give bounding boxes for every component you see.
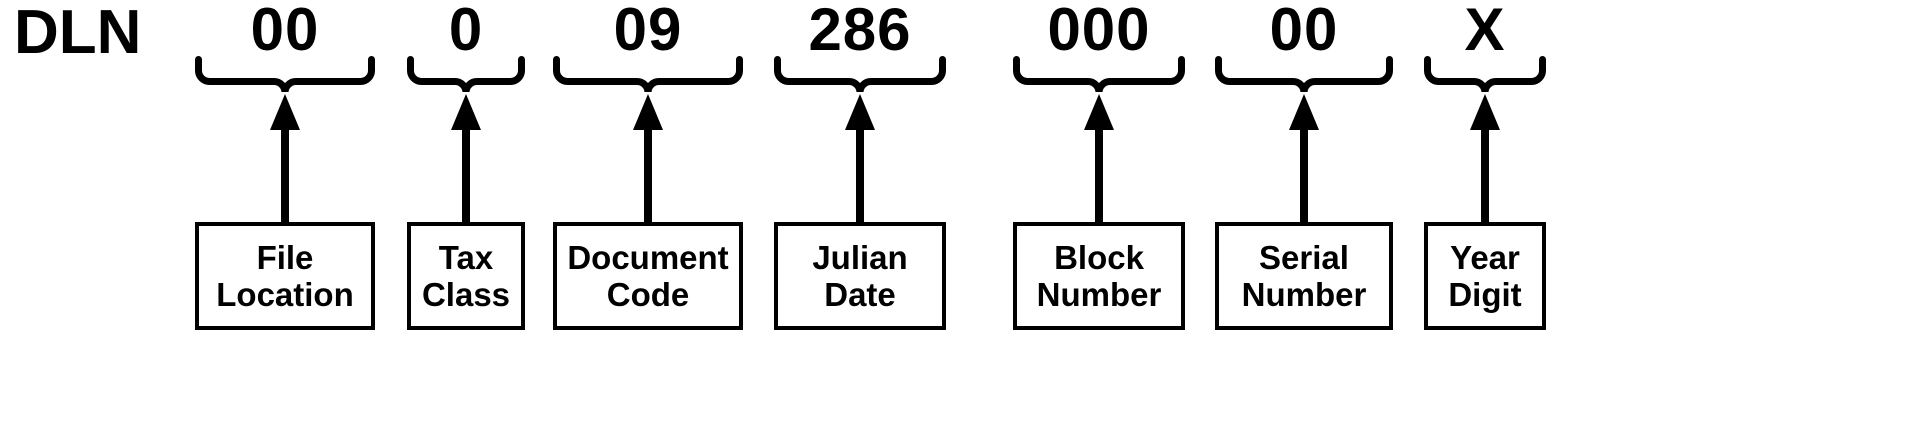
segment-digits-year-digit: X xyxy=(1464,0,1506,63)
page-title: DLN xyxy=(14,0,142,67)
segment-digits-block-number: 000 xyxy=(1047,0,1151,63)
arrow-up-icon-year-digit xyxy=(1435,92,1535,224)
segment-digits-file-location: 00 xyxy=(250,0,320,63)
label-line2-julian-date: Date xyxy=(824,276,896,313)
segment-digits-tax-class: 0 xyxy=(448,0,484,63)
arrow-up-icon-tax-class xyxy=(416,92,516,224)
label-line2-file-location: Location xyxy=(216,276,354,313)
label-line1-file-location: File xyxy=(256,239,314,276)
arrow-up-icon-block-number xyxy=(1049,92,1149,224)
arrow-up-icon-julian-date xyxy=(810,92,910,224)
underbrace-icon-tax-class xyxy=(407,56,525,92)
segment-digits-document-code: 09 xyxy=(613,0,683,63)
underbrace-icon-serial-number xyxy=(1215,56,1393,92)
label-line1-document-code: Document xyxy=(567,239,729,276)
underbrace-icon-file-location xyxy=(195,56,375,92)
underbrace-icon-julian-date xyxy=(774,56,946,92)
label-line2-block-number: Number xyxy=(1036,276,1162,313)
label-line1-block-number: Block xyxy=(1054,239,1144,276)
label-line2-year-digit: Digit xyxy=(1448,276,1522,313)
arrow-up-icon-serial-number xyxy=(1254,92,1354,224)
arrow-up-icon-document-code xyxy=(598,92,698,224)
label-line2-document-code: Code xyxy=(606,276,690,313)
underbrace-icon-year-digit xyxy=(1424,56,1546,92)
segment-digits-serial-number: 00 xyxy=(1269,0,1339,63)
underbrace-icon-block-number xyxy=(1013,56,1185,92)
arrow-up-icon-file-location xyxy=(235,92,335,224)
segment-digits-julian-date: 286 xyxy=(808,0,912,63)
label-line2-tax-class: Class xyxy=(421,276,511,313)
label-line2-serial-number: Number xyxy=(1241,276,1367,313)
label-line1-serial-number: Serial xyxy=(1259,239,1349,276)
label-line1-tax-class: Tax xyxy=(438,239,494,276)
underbrace-icon-document-code xyxy=(553,56,743,92)
label-line1-julian-date: Julian xyxy=(812,239,908,276)
label-line1-year-digit: Year xyxy=(1450,239,1520,276)
